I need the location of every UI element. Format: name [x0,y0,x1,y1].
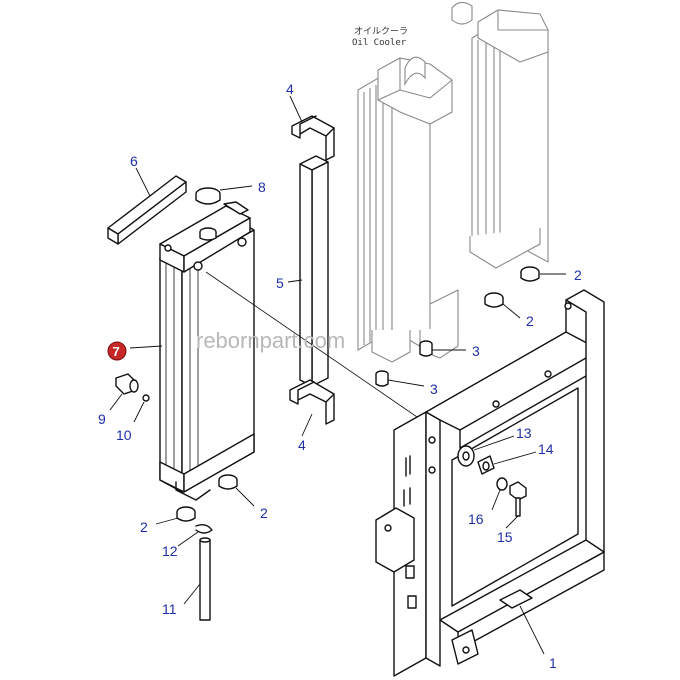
callout-15: 15 [497,529,513,545]
callout-9: 9 [98,411,106,427]
part-4-bracket-lower [289,379,335,437]
callout-2-bottom: 2 [260,505,268,521]
oil-cooler-label-en: Oil Cooler [352,38,407,48]
callout-4-lower: 4 [298,437,306,453]
callout-6: 6 [130,153,138,169]
callout-1: 1 [549,655,557,671]
part-5-seal [287,155,329,387]
callout-13: 13 [516,425,532,441]
part-6-seal [107,167,187,245]
oil-cooler-assembly: オイルクーラ Oil Cooler [352,1,549,363]
oil-cooler-label-jp: オイルクーラ [354,26,408,37]
watermark: rebornpart.com [196,328,345,353]
callout-16: 16 [468,511,484,527]
callout-11: 11 [162,601,177,617]
part-13-14-washers [457,435,537,475]
part-3-bushings [375,340,466,387]
callout-8: 8 [258,179,266,195]
part-1-frame [375,289,605,677]
callout-3-lower: 3 [430,381,438,397]
part-11-12-hose [177,523,213,621]
part-8-cap [195,185,253,205]
callout-3-upper: 3 [472,343,480,359]
callout-14: 14 [538,441,554,457]
part-2-grommets [155,266,566,525]
callout-7-badge: 7 [107,341,127,361]
callout-5: 5 [276,275,284,291]
callout-7: 7 [113,344,120,359]
callout-4-upper: 4 [286,81,294,97]
callout-2-right: 2 [526,313,534,329]
part-15-16-bolt [491,477,527,529]
part-4-bracket-upper [289,95,335,161]
callout-10: 10 [116,427,132,443]
part-9-10-drain [109,373,150,423]
part-7-radiator [129,201,255,501]
alignment-line [205,271,437,431]
callout-2-bottom-left: 2 [140,519,148,535]
callout-12: 12 [162,543,178,559]
callout-2-top-right: 2 [574,267,582,283]
